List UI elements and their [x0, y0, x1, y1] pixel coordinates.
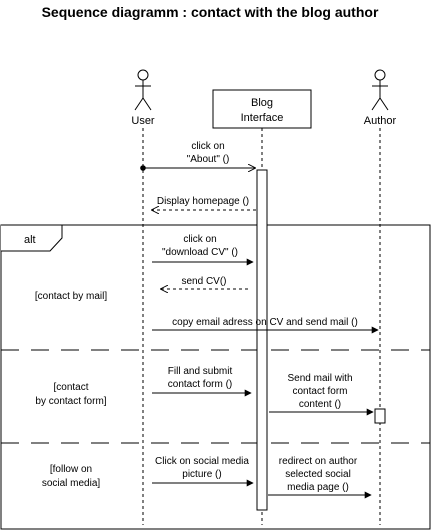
actor-author-label: Author	[364, 115, 397, 127]
msg-send-mail-label-2: contact form	[292, 386, 347, 397]
msg-click-about-label-1: click on	[191, 141, 224, 152]
participant-blog-box	[212, 89, 312, 129]
author-activation-box	[374, 408, 386, 424]
msg-social-pic-label-2: picture ()	[182, 469, 221, 480]
msg-fill-form-label-2: contact form ()	[168, 379, 232, 390]
msg-copy-email-label: copy email adress on CV and send mail ()	[172, 317, 358, 328]
alt-frame	[0, 224, 431, 530]
participant-blog-label-2: Interface	[241, 112, 284, 124]
guard-contact-form-1: [contact	[53, 382, 88, 393]
msg-send-cv-label: send CV()	[181, 276, 226, 287]
msg-download-cv-label-2: "download CV" ()	[162, 247, 238, 258]
actor-user-icon	[134, 69, 152, 111]
diagram-title: Sequence diagramm : contact with the blo…	[42, 4, 379, 20]
msg-redirect-label-1: redirect on author	[279, 456, 358, 467]
alt-operator-label: alt	[24, 234, 36, 246]
alt-frame-tab	[1, 224, 63, 252]
msg-send-mail-label-3: content ()	[299, 399, 341, 410]
msg-download-cv-label-1: click on	[183, 234, 216, 245]
msg-display-homepage-label: Display homepage ()	[157, 196, 249, 207]
msg-redirect-label-2: selected social	[285, 469, 351, 480]
guard-contact-form-2: by contact form]	[35, 396, 106, 407]
guard-social-1: [follow on	[50, 464, 92, 475]
msg-redirect-label-3: media page ()	[287, 482, 349, 493]
msg-fill-form-label-1: Fill and submit	[168, 366, 233, 377]
msg-send-mail-label-1: Send mail with	[287, 373, 352, 384]
blog-activation-bar	[256, 169, 268, 511]
actor-author-icon	[371, 69, 389, 111]
guard-social-2: social media]	[42, 478, 101, 489]
guard-contact-mail: [contact by mail]	[35, 291, 107, 302]
msg-click-about-label-2: "About" ()	[187, 154, 230, 165]
participant-blog-label-1: Blog	[251, 97, 273, 109]
actor-user-label: User	[131, 115, 155, 127]
found-message-dot	[140, 165, 146, 171]
msg-social-pic-label-1: Click on social media	[155, 456, 249, 467]
